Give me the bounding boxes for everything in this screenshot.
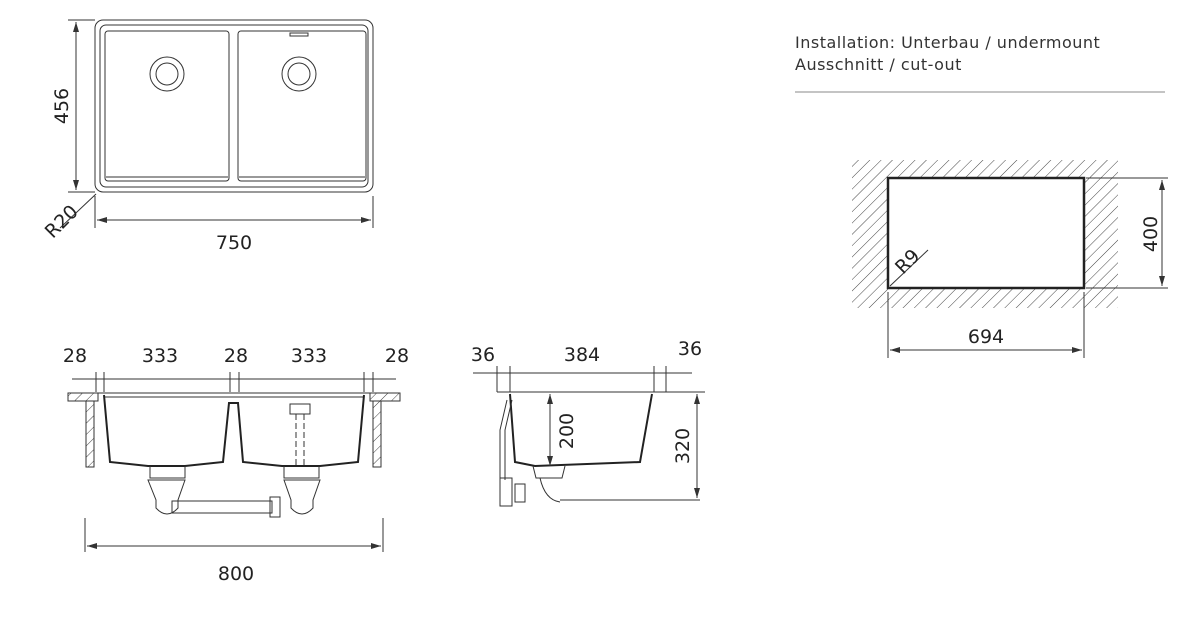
height-dimension: 456 <box>51 88 73 124</box>
front-view: 28 333 28 333 28 800 <box>63 345 409 585</box>
overflow-icon <box>289 32 309 37</box>
rim-dimension: 36 <box>678 338 702 360</box>
cutout-outline <box>886 176 1086 290</box>
cutout-width-dimension: 694 <box>968 326 1004 348</box>
segment-dimension: 28 <box>63 345 87 367</box>
drain-icon <box>281 56 317 92</box>
left-bowl <box>104 30 230 182</box>
radius-dimension: R20 <box>41 201 83 243</box>
cutout-height-dimension: 400 <box>1140 216 1162 252</box>
inner-dimension: 384 <box>564 344 600 366</box>
side-view: 36 384 36 200 320 <box>471 338 705 507</box>
segment-dimension: 333 <box>142 345 178 367</box>
drain-icon <box>149 56 185 92</box>
segment-dimension: 333 <box>291 345 327 367</box>
segment-dimension: 28 <box>385 345 409 367</box>
overall-width-dimension: 800 <box>218 563 254 585</box>
bowl-depth-dimension: 200 <box>556 413 578 449</box>
total-depth-dimension: 320 <box>672 428 694 464</box>
width-dimension: 750 <box>216 232 252 254</box>
sink-outline <box>94 19 374 193</box>
rim-dimension: 36 <box>471 344 495 366</box>
installation-label: Installation: Unterbau / undermount <box>795 33 1100 52</box>
right-bowl <box>237 30 367 182</box>
cutout-diagram: 400 694 R9 <box>852 150 1168 358</box>
cutout-label: Ausschnitt / cut-out <box>795 55 962 74</box>
top-view: 456 R20 750 <box>41 19 374 254</box>
segment-dimension: 28 <box>224 345 248 367</box>
